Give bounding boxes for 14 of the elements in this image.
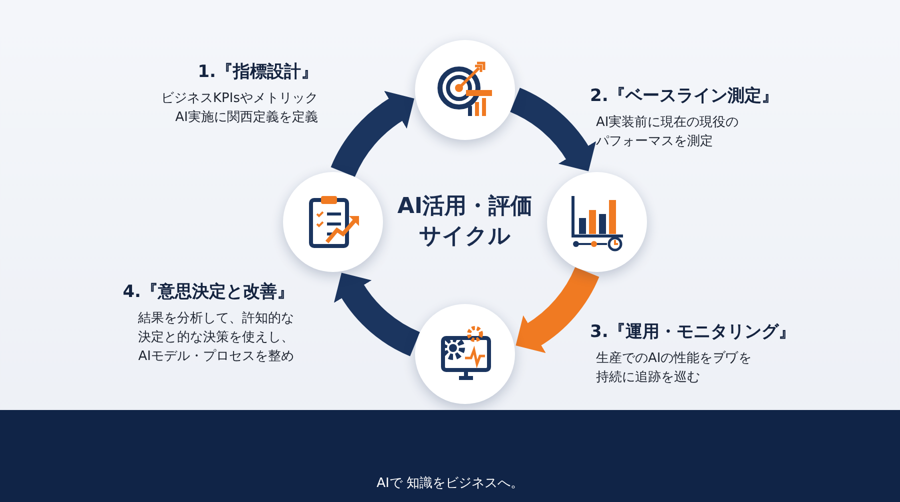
step-description: ビジネスKPIsやメトリック AI実施に関西定義を定義	[160, 90, 318, 127]
tagline: AIで 知識をビジネスへ。	[376, 475, 524, 492]
cycle-arrow	[334, 273, 421, 356]
step-title: 2.『ベースライン測定』	[590, 85, 778, 107]
step-title: 3.『運用・モニタリング』	[590, 321, 796, 343]
cycle-arrow	[509, 88, 596, 171]
step-description: AI実装前に現在の現役のパフォーマスを測定	[595, 114, 740, 151]
cycle-arrow	[516, 266, 599, 352]
step-title: 1.『指標設計』	[198, 61, 318, 83]
cycle-arrow	[331, 92, 414, 178]
cycle-title: AI活用・評価サイクル	[396, 193, 534, 251]
step-description: 結果を分析して、許知的な決定と的な決策を使えし、AIモデル・プロセスを整め	[137, 310, 294, 366]
step-title: 4.『意思決定と改善』	[122, 281, 294, 303]
step-description: 生産でのAIの性能をヺヷを持続に追跡を巡む	[595, 350, 753, 387]
